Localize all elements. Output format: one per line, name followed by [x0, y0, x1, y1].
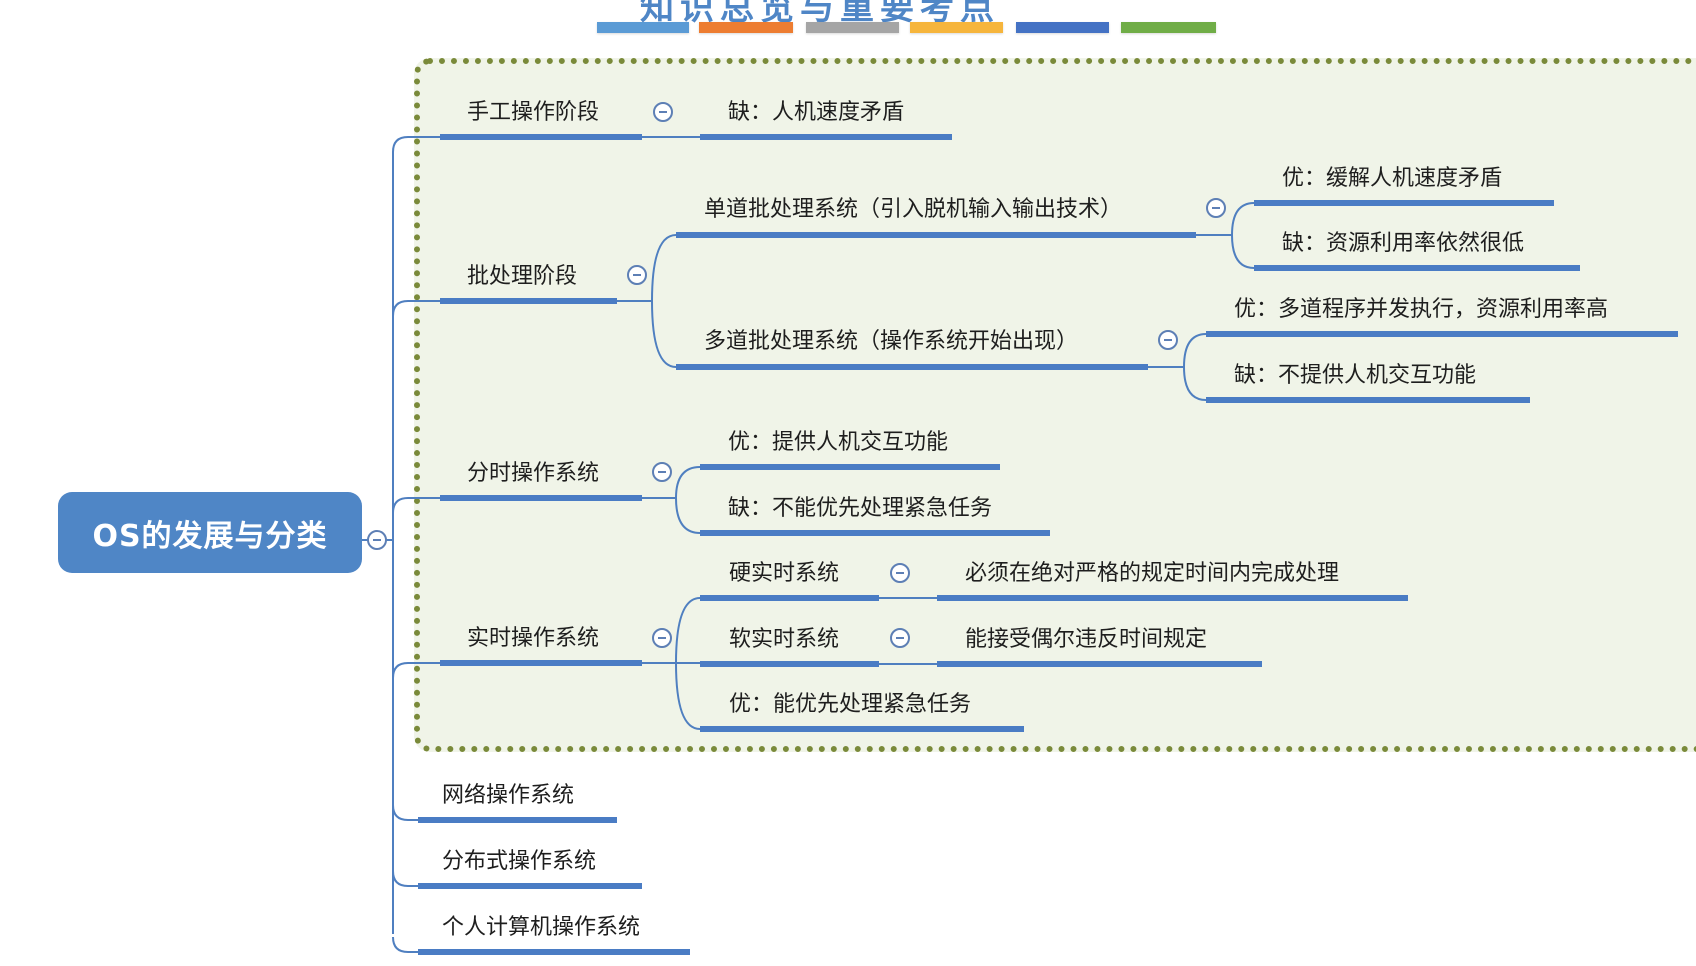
- collapse-single-batch-icon[interactable]: [1206, 198, 1226, 218]
- node-hard-realtime[interactable]: 硬实时系统: [729, 561, 840, 586]
- connector-b7: [392, 936, 418, 953]
- node-batch-stage[interactable]: 批处理阶段: [467, 264, 578, 289]
- collapse-hard-realtime-icon[interactable]: [890, 563, 910, 583]
- color-bar-1: [597, 22, 689, 33]
- connector-b2: [392, 300, 440, 317]
- node-manual-stage[interactable]: 手工操作阶段: [467, 100, 600, 125]
- color-bar-5: [1016, 22, 1109, 33]
- collapse-soft-realtime-icon[interactable]: [890, 628, 910, 648]
- node-multi-batch[interactable]: 多道批处理系统（操作系统开始出现）: [704, 329, 1079, 354]
- color-bar-6: [1121, 22, 1216, 33]
- collapse-root-icon[interactable]: [367, 530, 387, 550]
- connector-timeshare-children: [642, 466, 701, 534]
- connector-b1: [392, 136, 440, 153]
- collapse-realtime-icon[interactable]: [652, 628, 672, 648]
- connector-single-children: [1196, 202, 1255, 269]
- color-bar-4: [910, 22, 1003, 33]
- node-realtime-pro[interactable]: 优：能优先处理紧急任务: [729, 692, 972, 717]
- connector-batch-children: [617, 234, 677, 368]
- connector-b6: [392, 870, 418, 887]
- root-node[interactable]: OS的发展与分类: [58, 492, 362, 573]
- node-multi-batch-pro[interactable]: 优：多道程序并发执行，资源利用率高: [1234, 297, 1609, 322]
- boundary-box: [414, 58, 1696, 752]
- color-bar-3: [806, 22, 899, 33]
- node-timeshare[interactable]: 分时操作系统: [467, 461, 600, 486]
- node-distributed-os[interactable]: 分布式操作系统: [442, 849, 597, 874]
- node-multi-batch-con[interactable]: 缺：不提供人机交互功能: [1234, 363, 1477, 388]
- node-soft-realtime[interactable]: 软实时系统: [729, 627, 840, 652]
- color-bar-2: [699, 22, 793, 33]
- collapse-timeshare-icon[interactable]: [652, 462, 672, 482]
- node-timeshare-pro[interactable]: 优：提供人机交互功能: [728, 430, 949, 455]
- connector-multi-children: [1148, 333, 1207, 401]
- node-pc-os[interactable]: 个人计算机操作系统: [442, 915, 641, 940]
- node-soft-realtime-desc[interactable]: 能接受偶尔违反时间规定: [965, 627, 1208, 652]
- collapse-multi-batch-icon[interactable]: [1158, 330, 1178, 350]
- connector-realtime-children: [642, 597, 701, 730]
- connector-b3: [392, 497, 440, 514]
- node-timeshare-con[interactable]: 缺：不能优先处理紧急任务: [728, 496, 993, 521]
- collapse-manual-icon[interactable]: [653, 102, 673, 122]
- collapse-batch-icon[interactable]: [627, 265, 647, 285]
- node-single-batch-con[interactable]: 缺：资源利用率依然很低: [1282, 231, 1525, 256]
- node-realtime[interactable]: 实时操作系统: [467, 626, 600, 651]
- root-label: OS的发展与分类: [92, 518, 328, 554]
- node-hard-realtime-desc[interactable]: 必须在绝对严格的规定时间内完成处理: [965, 561, 1340, 586]
- node-manual-con[interactable]: 缺：人机速度矛盾: [728, 100, 905, 125]
- node-single-batch[interactable]: 单道批处理系统（引入脱机输入输出技术）: [704, 197, 1123, 222]
- node-network-os[interactable]: 网络操作系统: [442, 783, 575, 808]
- node-single-batch-pro[interactable]: 优：缓解人机速度矛盾: [1282, 166, 1503, 191]
- connector-b5: [392, 804, 418, 821]
- connector-b4: [392, 662, 440, 679]
